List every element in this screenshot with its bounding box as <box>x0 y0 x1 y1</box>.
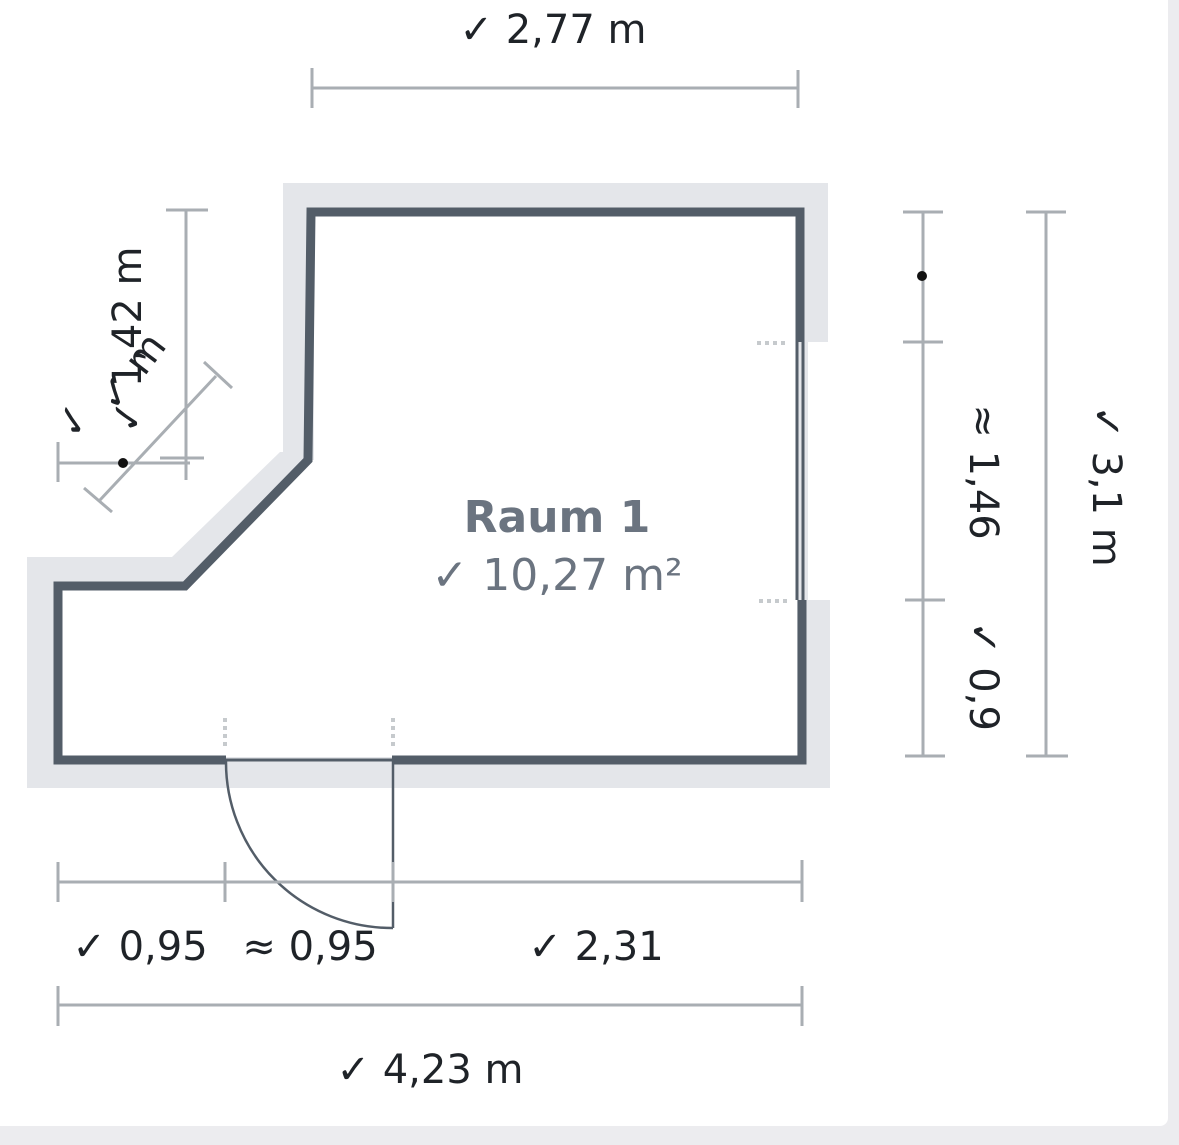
dimension-left-vertical-label[interactable]: ✓ 1,42 m <box>105 247 151 434</box>
dimension-right-lower-label[interactable]: ✓ 0,9 <box>960 621 1006 731</box>
room-area: ✓ 10,27 m² <box>431 550 682 601</box>
dimension-bottom-total[interactable] <box>56 986 804 1026</box>
dimension-right-total[interactable] <box>1026 210 1068 758</box>
dimension-diagonal-label[interactable]: ✓ m <box>88 324 176 420</box>
dimension-bottom-total-label[interactable]: ✓ 4,23 m <box>337 1047 524 1093</box>
dimension-bottom-door-label[interactable]: ≈ 0,95 <box>242 924 377 970</box>
dimension-bottom-left-label[interactable]: ✓ 0,95 <box>72 924 207 970</box>
dimension-right-total-label[interactable]: ✓ 3,1 m <box>1083 405 1129 567</box>
room-walls-right-lower[interactable] <box>392 600 807 765</box>
dimension-bottom-right-label[interactable]: ✓ 2,31 <box>528 924 663 970</box>
diagonal-dimension-point[interactable] <box>118 458 128 468</box>
dimension-diagonal-check[interactable]: ✓ <box>46 397 101 444</box>
dimension-top[interactable] <box>310 68 800 108</box>
dimension-bottom-segments[interactable] <box>56 860 804 902</box>
dimension-right-window-label[interactable]: ≈ 1,46 <box>960 404 1006 539</box>
window[interactable] <box>795 342 805 600</box>
dimension-top-label[interactable]: ✓ 2,77 m <box>460 7 647 53</box>
room-interior <box>60 213 797 757</box>
right-dimension-point[interactable] <box>917 271 927 281</box>
room-name[interactable]: Raum 1 <box>464 492 651 543</box>
dimension-left-vertical[interactable] <box>160 208 208 480</box>
room-walls[interactable] <box>53 207 805 765</box>
dimension-right-segments[interactable] <box>903 210 945 758</box>
